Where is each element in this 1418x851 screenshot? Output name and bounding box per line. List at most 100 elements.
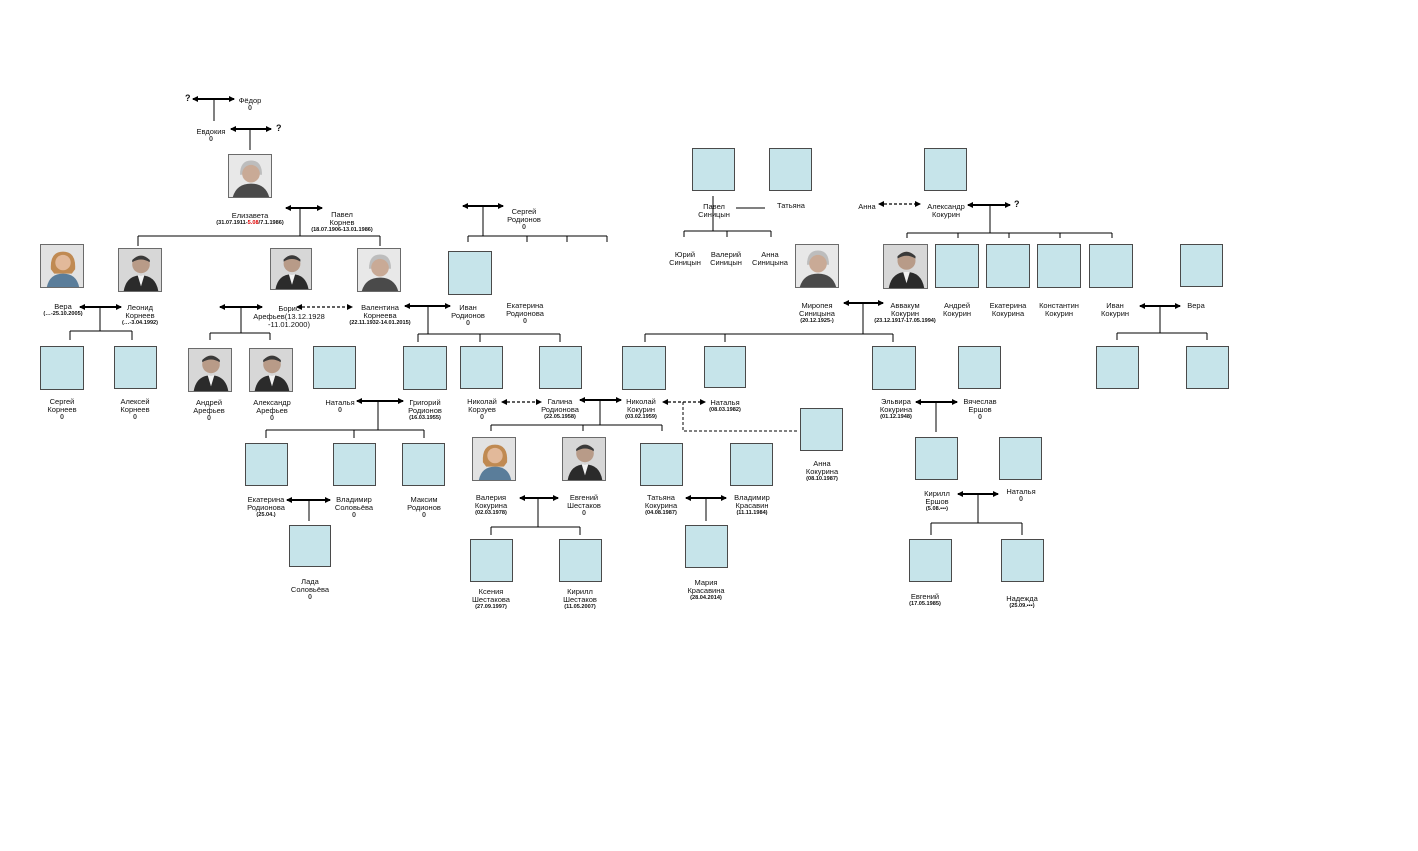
photo-placeholder[interactable] [622, 346, 666, 390]
photo-placeholder[interactable] [245, 443, 288, 486]
person-name: Шестаков [567, 501, 601, 510]
person-name: Родионова [541, 405, 579, 414]
person-name: Лада [301, 577, 319, 586]
person-photo[interactable] [883, 244, 928, 289]
photo-placeholder[interactable] [958, 346, 1001, 389]
person-dates: (04.08.1987) [645, 510, 677, 516]
person-photo[interactable] [118, 248, 162, 292]
photo-placeholder[interactable] [704, 346, 746, 388]
photo-placeholder[interactable] [872, 346, 916, 390]
photo-placeholder[interactable] [539, 346, 582, 389]
person-name: Наталья [1006, 487, 1036, 496]
photo-placeholder[interactable] [114, 346, 157, 389]
person-photo[interactable] [472, 437, 516, 481]
photo-placeholder[interactable] [685, 525, 728, 568]
person-photo[interactable] [357, 248, 401, 292]
person-label: Фёдор() [239, 97, 262, 112]
person-name: Синицын [669, 258, 701, 267]
person-name: Шестаков [563, 595, 597, 604]
person-label: Наталья() [325, 399, 354, 414]
person-name: Фёдор [238, 96, 262, 105]
person-label: Вера(…-25.10.2005) [43, 303, 82, 318]
photo-placeholder[interactable] [730, 443, 773, 486]
person-photo[interactable] [249, 348, 293, 392]
person-name: Валерия [475, 493, 507, 502]
person-dates: () [338, 407, 342, 413]
person-dates: (11.05.2007) [564, 604, 596, 610]
person-name: Шестакова [472, 595, 510, 604]
person-photo[interactable] [40, 244, 84, 288]
photo-placeholder[interactable] [313, 346, 356, 389]
person-dates: (27.09.1997) [475, 604, 507, 610]
person-name: Владимир [336, 495, 372, 504]
person-dates: () [582, 510, 586, 516]
person-dates: (20.12.1925-) [800, 318, 834, 324]
connector-line [490, 400, 663, 431]
photo-placeholder[interactable] [986, 244, 1030, 288]
photo-placeholder[interactable] [402, 443, 445, 486]
person-photo[interactable] [270, 248, 312, 290]
person-photo[interactable] [562, 437, 606, 481]
person-name: Евгений [569, 493, 599, 502]
connector-line [930, 494, 1023, 535]
photo-placeholder[interactable] [40, 346, 84, 390]
photo-placeholder[interactable] [1001, 539, 1044, 582]
photo-placeholder[interactable] [333, 443, 376, 486]
connector-line [209, 307, 271, 340]
photo-placeholder[interactable] [640, 443, 683, 486]
photo-placeholder[interactable] [909, 539, 952, 582]
connector-line [69, 307, 133, 340]
person-photo[interactable] [188, 348, 232, 392]
person-dates: () [422, 512, 426, 518]
person-name: Вера [1187, 301, 1205, 310]
person-name: Миропея [801, 301, 833, 310]
person-dates: () [352, 512, 356, 518]
photo-placeholder[interactable] [403, 346, 447, 390]
photo-placeholder[interactable] [999, 437, 1042, 480]
person-name: Григорий [409, 398, 441, 407]
person-name: Кирилл [924, 489, 950, 498]
person-name: Арефьев [256, 406, 288, 415]
photo-placeholder[interactable] [769, 148, 812, 191]
photo-placeholder[interactable] [692, 148, 735, 191]
person-name: Николай [467, 397, 497, 406]
person-name: Кирилл [567, 587, 593, 596]
person-photo[interactable] [228, 154, 272, 198]
person-name: Сергей [49, 397, 75, 406]
person-dates: () [522, 224, 526, 230]
unknown-partner-mark: ? [1014, 199, 1020, 209]
photo-placeholder[interactable] [1096, 346, 1139, 389]
person-dates: (23.12.1917-17.05.1994) [874, 318, 936, 324]
photo-placeholder[interactable] [800, 408, 843, 451]
person-name: Леонид [127, 303, 153, 312]
photo-placeholder[interactable] [924, 148, 967, 191]
photo-placeholder[interactable] [915, 437, 958, 480]
person-dates: () [209, 136, 213, 142]
photo-placeholder[interactable] [448, 251, 492, 295]
person-name: Валентина [361, 303, 399, 312]
person-name: Кокурина [991, 309, 1025, 318]
person-name: Екатерина [989, 301, 1027, 310]
person-name: Кокурин [1044, 309, 1074, 318]
person-name: Кокурина [474, 501, 508, 510]
photo-placeholder[interactable] [289, 525, 331, 567]
photo-placeholder[interactable] [1180, 244, 1223, 287]
person-photo[interactable] [795, 244, 839, 288]
photo-placeholder[interactable] [1037, 244, 1081, 288]
photo-placeholder[interactable] [935, 244, 979, 288]
photo-placeholder[interactable] [1186, 346, 1229, 389]
photo-placeholder[interactable] [460, 346, 503, 389]
photo-placeholder[interactable] [559, 539, 602, 582]
photo-placeholder[interactable] [1089, 244, 1133, 288]
photo-placeholder[interactable] [470, 539, 513, 582]
